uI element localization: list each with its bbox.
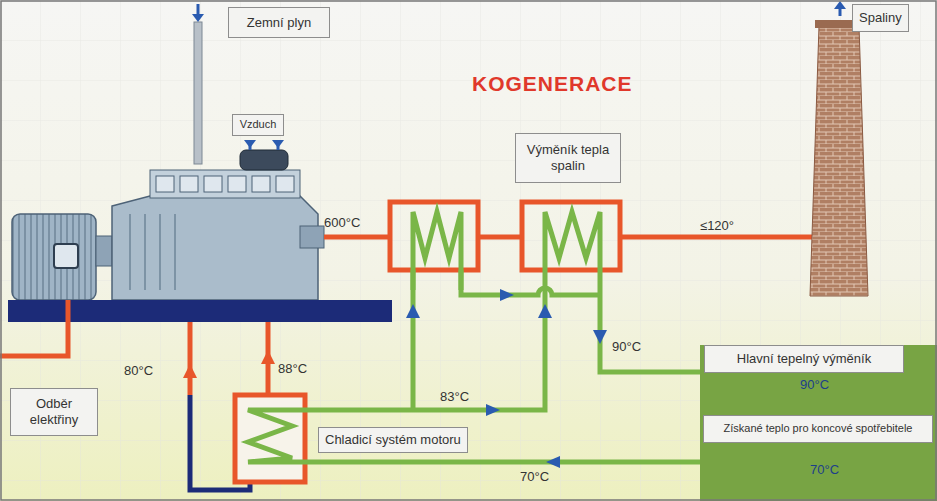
main-exchanger-box: Hlavní tepelný výměník <box>704 345 904 373</box>
temperature-label: 88°C <box>278 362 307 376</box>
temperature-label: 600°C <box>324 216 360 230</box>
box-text: Zemní plyn <box>247 15 311 31</box>
consumer-heat-box: Získané teplo pro koncové spotřebitele <box>703 415 933 443</box>
temperature-label: 70°C <box>810 462 839 478</box>
chimney <box>810 1 868 296</box>
temperature-label: 80°C <box>124 364 153 378</box>
exhaust-box: Spaliny <box>852 4 909 32</box>
box-text: Odběr elektřiny <box>17 396 91 427</box>
cooling-exchanger <box>235 395 305 482</box>
air-box: Vzduch <box>232 114 284 136</box>
heating-pipes <box>305 212 700 462</box>
electricity-box: Odběr elektřiny <box>10 388 98 436</box>
box-text: Chladicí systém motoru <box>325 432 461 448</box>
temperature-label: 90°C <box>612 340 641 354</box>
temperature-label: 90°C <box>800 377 829 393</box>
engine <box>112 140 324 300</box>
heat-band-shade <box>700 345 937 501</box>
exhaust-line <box>324 202 812 270</box>
cooling-system-box: Chladicí systém motoru <box>318 427 468 453</box>
heat-consumer-band: 90°C 70°C Hlavní tepelný výměníkZískané te… <box>700 345 937 501</box>
power-line <box>0 300 68 356</box>
box-text: Hlavní tepelný výměník <box>737 351 871 367</box>
diagram-title: KOGENERACE <box>472 72 633 96</box>
temperature-label: 70°C <box>520 470 549 484</box>
box-text: Spaliny <box>859 10 902 26</box>
exchanger-label-box: Výměník tepla spalin <box>515 133 621 183</box>
box-text: Vzduch <box>240 118 277 131</box>
temperature-label: ≤120° <box>700 219 734 233</box>
box-text: Výměník tepla spalin <box>522 142 614 173</box>
generator <box>12 214 112 300</box>
heat-band <box>700 345 937 501</box>
gas-pipe <box>192 4 204 164</box>
fuel-box: Zemní plyn <box>228 7 330 38</box>
temperature-label: 83°C <box>440 390 469 404</box>
box-text: Získané teplo pro koncové spotřebitele <box>724 422 913 435</box>
